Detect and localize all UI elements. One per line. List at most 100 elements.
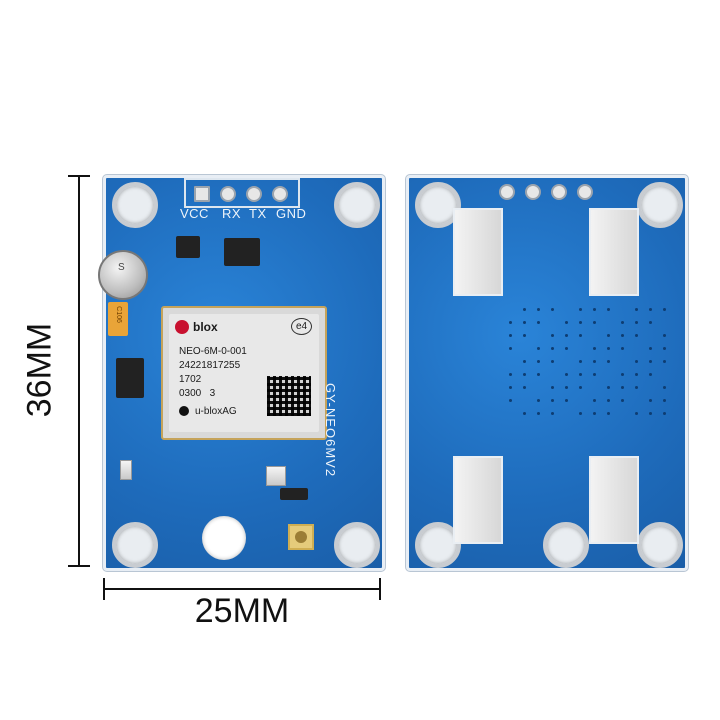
via-dot <box>551 399 554 402</box>
via-dot <box>635 412 638 415</box>
via-dot <box>579 412 582 415</box>
module-line4: 0300 3 <box>179 388 216 399</box>
via-dot <box>523 373 526 376</box>
battery-marking: S <box>118 262 125 273</box>
via-dot <box>635 360 638 363</box>
gps-board-back <box>406 175 688 571</box>
height-dimension-cap-bottom <box>68 565 90 567</box>
width-dimension-cap-left <box>103 578 105 600</box>
via-dot <box>579 360 582 363</box>
via-dot <box>537 321 540 324</box>
neo-6m-module: blox e4 NEO-6M-0-001 24221817255 1702 03… <box>161 306 327 440</box>
height-dimension-line <box>78 176 80 566</box>
pin-vcc[interactable] <box>194 186 210 202</box>
via-dot <box>551 347 554 350</box>
via-dot <box>579 334 582 337</box>
via-dot <box>607 308 610 311</box>
via-dot <box>523 412 526 415</box>
via-dot <box>551 334 554 337</box>
pin-label-rx: RX <box>222 206 242 221</box>
back-pin-2 <box>525 184 541 200</box>
back-mount-hole-bottom-center <box>543 522 589 568</box>
via-dot <box>565 386 568 389</box>
via-dot <box>649 399 652 402</box>
via-dot <box>663 308 666 311</box>
module-cert-mark: e4 <box>291 318 313 335</box>
eeprom-chip <box>116 358 144 398</box>
pin-label-gnd: GND <box>276 206 307 221</box>
via-dot <box>565 334 568 337</box>
via-dot <box>663 412 666 415</box>
via-dot <box>649 373 652 376</box>
via-dot <box>523 386 526 389</box>
via-dot <box>635 334 638 337</box>
via-dot <box>523 308 526 311</box>
via-dot <box>537 412 540 415</box>
resistor-left <box>120 460 132 480</box>
via-dot <box>635 386 638 389</box>
via-dot <box>537 308 540 311</box>
via-dot <box>551 412 554 415</box>
mount-hole-top-right <box>334 182 380 228</box>
pin1-dot <box>179 406 189 416</box>
via-dot <box>537 347 540 350</box>
via-dot <box>663 347 666 350</box>
via-dot <box>607 412 610 415</box>
module-datamatrix <box>267 376 311 416</box>
via-dot <box>509 334 512 337</box>
header-pin-row <box>184 178 300 208</box>
via-dot <box>607 399 610 402</box>
via-dot <box>607 347 610 350</box>
voltage-regulator <box>176 236 200 258</box>
back-pad-bottom-right <box>589 456 639 544</box>
via-dot <box>649 321 652 324</box>
backup-battery: S <box>98 250 148 300</box>
height-label: 36MM <box>20 322 59 418</box>
via-dot <box>649 412 652 415</box>
via-dot <box>621 399 624 402</box>
module-vendor: u-bloxAG <box>195 406 237 417</box>
via-dot <box>663 399 666 402</box>
via-dot <box>635 308 638 311</box>
via-dot <box>523 360 526 363</box>
module-shield: blox e4 NEO-6M-0-001 24221817255 1702 03… <box>169 314 319 432</box>
via-dot <box>537 399 540 402</box>
via-dot <box>621 347 624 350</box>
via-dot <box>635 321 638 324</box>
via-dot <box>509 321 512 324</box>
pin-rx[interactable] <box>220 186 236 202</box>
pin-gnd[interactable] <box>272 186 288 202</box>
resistor-center <box>266 466 286 486</box>
via-dot <box>565 347 568 350</box>
ufl-antenna-connector[interactable] <box>288 524 314 550</box>
via-dot <box>607 334 610 337</box>
via-dot <box>537 373 540 376</box>
gps-board-front: VCC RX TX GND S C106 blox e4 NEO-6M-0-00… <box>98 175 385 571</box>
via-dot <box>607 360 610 363</box>
via-dot <box>593 399 596 402</box>
pin-label-tx: TX <box>249 206 267 221</box>
via-dot <box>649 360 652 363</box>
via-dot <box>593 347 596 350</box>
via-dot <box>551 308 554 311</box>
via-dot <box>579 321 582 324</box>
pin-label-vcc: VCC <box>180 206 209 221</box>
ufl-center <box>295 531 307 543</box>
via-dot <box>635 373 638 376</box>
via-dot <box>551 386 554 389</box>
ublox-logo-dot <box>175 320 189 334</box>
center-cutout-hole <box>202 516 246 560</box>
via-dot <box>579 308 582 311</box>
back-pad-top-left <box>453 208 503 296</box>
back-mount-hole-bottom-right <box>637 522 683 568</box>
board-side-label: GY-NEO6MV2 <box>323 383 338 478</box>
via-dot <box>509 373 512 376</box>
via-field <box>509 308 679 428</box>
module-serial: 24221817255 <box>179 360 241 371</box>
back-pin-3 <box>551 184 567 200</box>
via-dot <box>565 399 568 402</box>
via-dot <box>509 347 512 350</box>
pin-tx[interactable] <box>246 186 262 202</box>
regulator-ic <box>224 238 260 266</box>
back-pin-4 <box>577 184 593 200</box>
